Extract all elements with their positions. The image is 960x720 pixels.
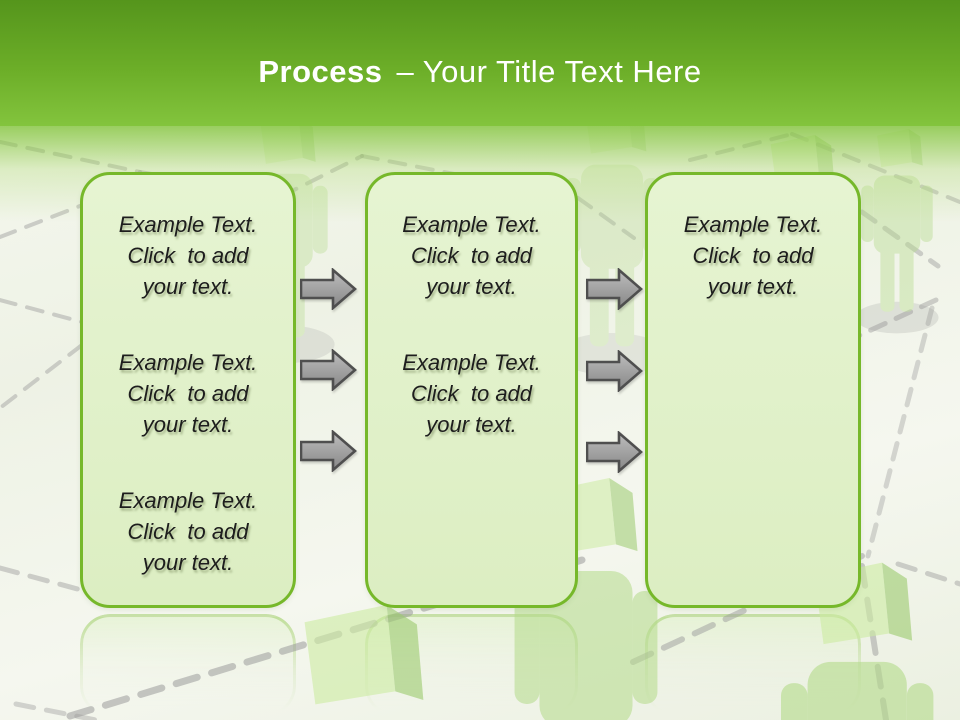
- flow-arrow-icon: [586, 268, 643, 310]
- process-box-3[interactable]: Example Text. Click to add your text.: [645, 172, 861, 608]
- slide-title: Process – Your Title Text Here: [0, 52, 960, 92]
- flow-arrow-icon: [300, 430, 357, 472]
- flow-arrow-icon: [300, 268, 357, 310]
- title-subtitle: – Your Title Text Here: [396, 54, 702, 89]
- placeholder-text[interactable]: Example Text. Click to add your text.: [118, 212, 258, 299]
- flow-arrow-icon: [300, 349, 357, 391]
- title-banner: [0, 0, 960, 126]
- process-box-1[interactable]: Example Text. Click to add your text. Ex…: [80, 172, 296, 608]
- process-box-2[interactable]: Example Text. Click to add your text. Ex…: [365, 172, 578, 608]
- placeholder-text[interactable]: Example Text. Click to add your text.: [118, 350, 258, 437]
- placeholder-text[interactable]: Example Text. Click to add your text.: [402, 350, 541, 437]
- placeholder-text[interactable]: Example Text. Click to add your text.: [402, 212, 541, 299]
- person-figure-icon: [248, 605, 464, 720]
- process-box-3-content: Example Text. Click to add your text.: [648, 175, 858, 302]
- flow-arrow-icon: [586, 350, 643, 392]
- placeholder-text[interactable]: Example Text. Click to add your text.: [683, 212, 823, 299]
- placeholder-text[interactable]: Example Text. Click to add your text.: [118, 488, 258, 575]
- flow-arrow-icon: [586, 431, 643, 473]
- process-box-2-content: Example Text. Click to add your text. Ex…: [368, 175, 575, 440]
- process-box-1-content: Example Text. Click to add your text. Ex…: [83, 175, 293, 578]
- title-keyword: Process: [258, 54, 383, 89]
